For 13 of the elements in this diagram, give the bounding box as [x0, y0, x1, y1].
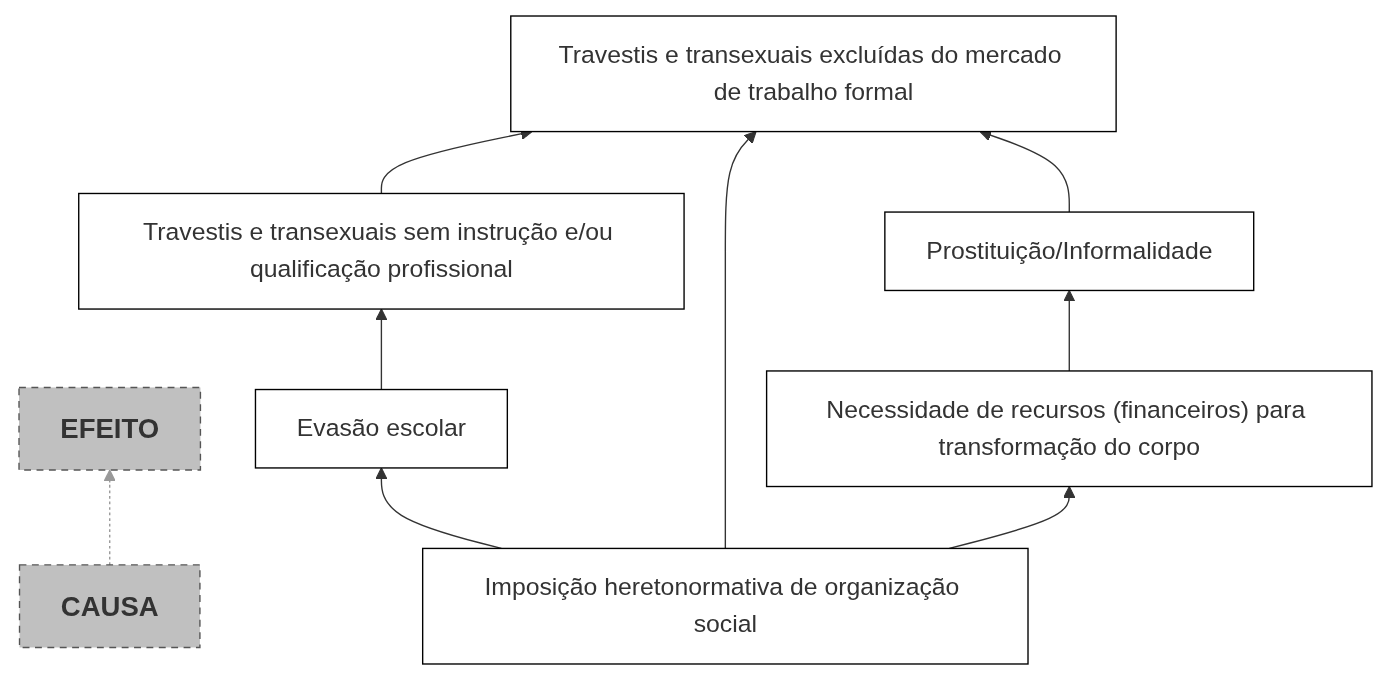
node-box: Travestis e transexuais sem instrução e/ou qualificação profissional: [77, 192, 685, 310]
node-box: Prostituição/Informalidade: [883, 211, 1254, 292]
arrow: [103, 469, 116, 566]
arrow: [374, 467, 502, 550]
node-box: Imposição heretonormativa de organização social: [421, 547, 1029, 665]
node-box: EFEITO: [17, 386, 201, 471]
arrow: [374, 308, 387, 391]
node-box: Necessidade de recursos (financeiros) para transformação do corpo: [765, 370, 1373, 488]
node-box: Travestis e transexuais excluídas do mercado de trabalho formal: [509, 15, 1117, 133]
node-box: Evasão escolar: [254, 388, 508, 469]
arrow: [1062, 289, 1075, 372]
arrow: [724, 131, 757, 550]
node-box: CAUSA: [18, 564, 201, 649]
